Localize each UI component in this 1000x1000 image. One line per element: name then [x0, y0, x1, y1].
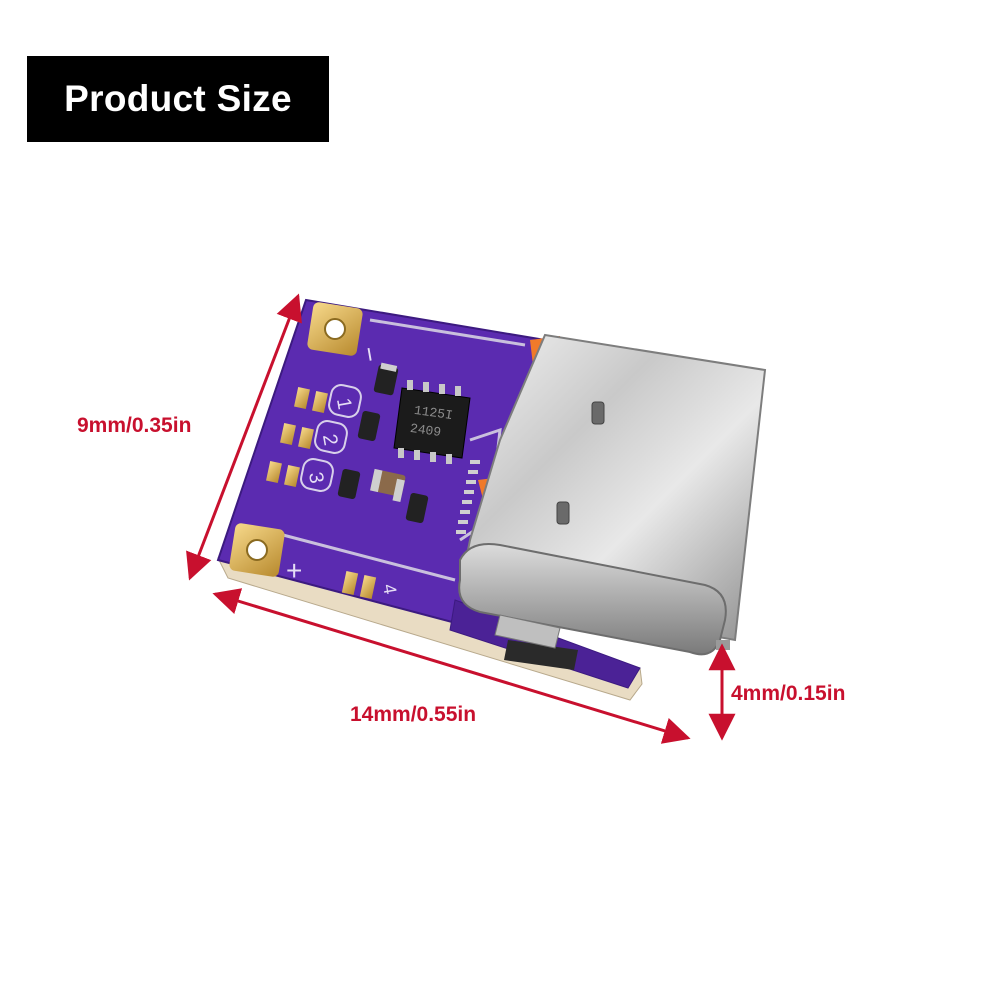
pad-label-3: 3	[304, 470, 328, 485]
length-dimension-line	[212, 588, 691, 744]
ic-chip: 1125I 2409	[393, 380, 471, 464]
polarity-minus-label: −	[354, 344, 386, 364]
height-dimension-label: 4mm/0.15in	[731, 682, 846, 705]
width-dimension-line	[186, 293, 302, 581]
smd-components	[337, 362, 429, 524]
dimension-lines	[186, 293, 736, 744]
pad-label-1: 1	[332, 396, 356, 411]
mounting-hole-top	[307, 302, 363, 356]
pad-label-2: 2	[318, 432, 342, 447]
title-text: Product Size	[64, 78, 292, 119]
title-banner: Product Size	[27, 56, 329, 142]
chip-marking-line1: 1125I	[413, 403, 454, 423]
mounting-hole-bottom	[229, 523, 285, 577]
chip-marking-line2: 2409	[409, 421, 442, 440]
polarity-plus-label: +	[286, 555, 302, 586]
silkscreen-labels	[300, 384, 362, 492]
width-dimension-label: 9mm/0.35in	[77, 414, 192, 437]
length-dimension-label: 14mm/0.55in	[350, 703, 477, 726]
